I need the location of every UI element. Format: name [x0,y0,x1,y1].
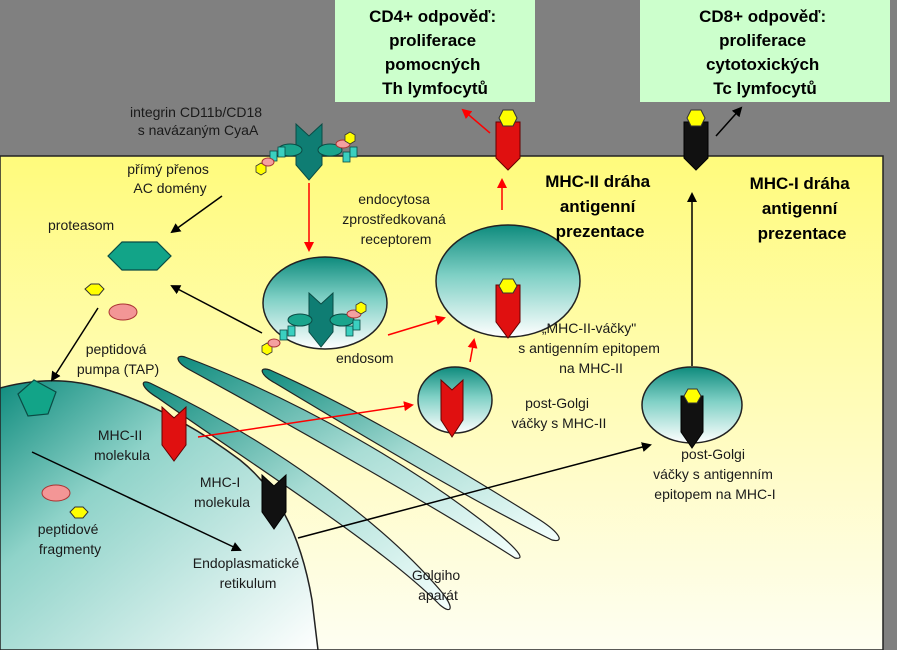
surface-mhc2-epitope-icon [498,109,518,127]
peptide-epitope-icon [84,283,105,296]
arrow-proteasome-tap [50,307,99,382]
peptide-fragments-label: peptidové fragmenty [38,521,103,557]
endocytosis-label: endocytosa zprostředkovaná receptorem [342,191,449,247]
postgolgi-mhc1-label: post-Golgi váčky s antigenním epitopem n… [653,446,777,502]
endosome-label: endosom [336,350,394,366]
mhc2-vesicles-label: „MHC-II-váčky" s antigenním epitopem na … [518,320,664,376]
arrow-cd8-activation [715,106,743,137]
mhc1-pathway-title: MHC-I dráha antigenní prezentace [750,174,855,243]
proteasome-label: proteasom [48,217,114,233]
vesicle-mhc2-epitope-icon [498,278,518,294]
mhc2-molecule-label: MHC-II molekula [94,427,150,463]
postgolgi-mhc2-label: post-Golgi váčky s MHC-II [512,395,607,431]
tap-label: peptidová pumpa (TAP) [77,341,159,377]
arrow-er-label [31,451,242,552]
er-peptide-fragment-icon [41,484,71,502]
arrow-postgolgi-to-vesicle [467,338,478,363]
cd4-response-text: CD4+ odpověď: proliferace pomocných Th l… [369,7,501,98]
arrow-endosome-mhc2 [387,315,446,336]
tap-pump-icon [17,379,57,417]
golgi-label: Golgiho aparát [412,567,464,603]
cd4-response-box [335,0,535,102]
pathway-arrows [31,106,743,552]
cd8-response-text: CD8+ odpověď: proliferace cytotoxických … [699,7,831,98]
arrow-mhc1-er-to-postgolgi [297,442,652,539]
vesicle-mhc1-epitope-icon [683,388,702,404]
integrin-label: integrin CD11b/CD18 s navázaným CyaA [130,104,266,138]
mhc2-pathway-title: MHC-II dráha antigenní prezentace [545,172,655,241]
surface-mhc1-icon [683,121,709,171]
postgolgi-mhc2-molecule-icon [440,378,464,438]
direct-transfer-label: přímý přenos AC domény [127,161,213,196]
proteasome-icon [107,241,172,271]
arrow-endosome-proteasome [170,285,263,334]
er-label: Endoplasmatické retikulum [193,555,304,591]
er-epitope-icon [69,506,89,519]
mhc1-molecule-icon [261,473,287,530]
integrin-receptor-icon [255,122,358,181]
arrow-direct-transfer [170,195,223,234]
golgi-apparatus [142,355,560,611]
peptide-fragment-icon [108,303,138,321]
mhc2-molecule-icon [161,405,187,462]
endosome-receptor-icon [261,291,367,356]
surface-mhc1-epitope-icon [686,109,706,127]
surface-mhc2-icon [495,121,521,171]
arrow-mhc2-er-to-golgi [197,401,414,438]
arrow-cd4-activation [461,108,491,134]
mhc1-molecule-label: MHC-I molekula [194,474,250,510]
cd8-response-box [640,0,890,102]
